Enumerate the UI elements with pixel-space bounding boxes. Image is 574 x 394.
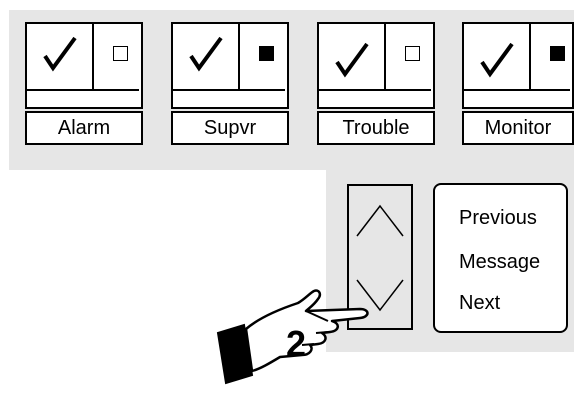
monitor-key-label: Monitor [462,111,574,145]
checkmark-icon [43,36,77,72]
chevron-down-icon[interactable] [349,260,411,330]
message-navigation-key[interactable]: Previous Message Next [433,183,568,333]
monitor-key[interactable]: Monitor [462,22,574,145]
supvr-key-separator [171,89,285,91]
supvr-key[interactable]: Supvr [171,22,289,145]
trouble-key-frame [317,22,435,109]
trouble-indicator [405,46,420,61]
trouble-key-label: Trouble [317,111,435,145]
trouble-key-divider [384,22,386,91]
trouble-key[interactable]: Trouble [317,22,435,145]
message-label: Message [459,251,541,273]
checkmark-icon [480,42,514,78]
alarm-key-divider [92,22,94,91]
monitor-key-separator [462,89,570,91]
trouble-key-separator [317,89,431,91]
monitor-indicator [550,46,565,61]
alarm-indicator [113,46,128,61]
checkmark-icon [335,42,369,78]
alarm-key-separator [25,89,139,91]
alarm-key-frame [25,22,143,109]
monitor-key-frame [462,22,574,109]
supvr-key-label: Supvr [171,111,289,145]
supvr-indicator [259,46,274,61]
previous-label: Previous [459,207,537,229]
pointing-hand-icon [216,289,369,385]
next-label: Next [459,292,501,314]
alarm-key[interactable]: Alarm [25,22,143,145]
checkmark-icon [189,36,223,72]
scroll-arrow-keys[interactable] [347,184,413,330]
step-number: 2 [286,323,307,364]
chevron-up-icon[interactable] [349,188,411,258]
monitor-key-divider [529,22,531,91]
alarm-key-label: Alarm [25,111,143,145]
supvr-key-frame [171,22,289,109]
supvr-key-divider [238,22,240,91]
